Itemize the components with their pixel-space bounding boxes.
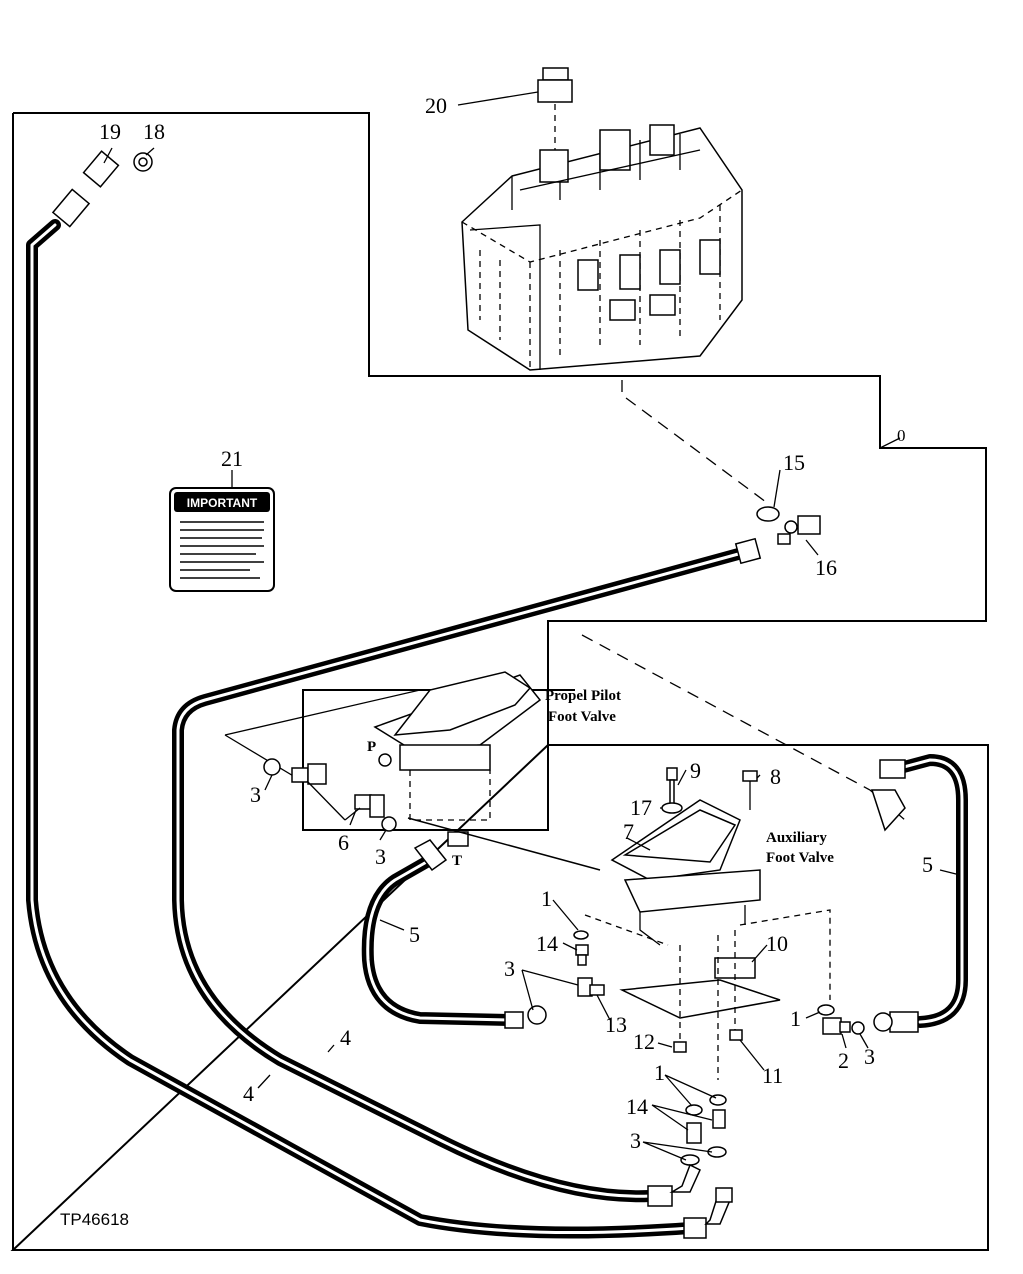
callout-15: 15 <box>783 450 805 475</box>
callout-3d: 3 <box>864 1044 875 1069</box>
foot-pedal-icon <box>584 799 831 1080</box>
callout-7: 7 <box>623 819 634 844</box>
callout-4a: 4 <box>340 1025 351 1050</box>
foot-pedal-icon <box>373 671 542 847</box>
fitting-icon <box>666 767 758 810</box>
callout-17: 17 <box>630 795 652 820</box>
callout-3a: 3 <box>250 782 261 807</box>
warning-decal-icon: IMPORTANT <box>169 487 275 592</box>
control-valve-icon <box>461 67 743 371</box>
callout-3c: 3 <box>504 956 515 981</box>
fitting-icon <box>777 515 821 545</box>
callout-14b: 14 <box>626 1094 648 1119</box>
hose-icon <box>26 150 696 1239</box>
port-label-t: T <box>452 853 462 869</box>
hose-icon <box>172 537 762 1203</box>
port-label-p: P <box>367 739 376 755</box>
callout-18: 18 <box>143 119 165 144</box>
hose-icon <box>870 754 968 1033</box>
callout-1c: 1 <box>654 1060 665 1085</box>
auxiliary-title-line1: Auxiliary <box>766 830 827 846</box>
callout-21: 21 <box>221 446 243 471</box>
propel-pilot-title-line2: Foot Valve <box>548 709 616 725</box>
callout-19: 19 <box>99 119 121 144</box>
callout-5a: 5 <box>409 922 420 947</box>
callout-1b: 1 <box>790 1006 801 1031</box>
callout-4b: 4 <box>243 1081 254 1106</box>
callout-5b: 5 <box>922 852 933 877</box>
callout-9: 9 <box>690 758 701 783</box>
o-ring-icon <box>756 506 780 522</box>
callout-10: 10 <box>766 931 788 956</box>
callout-8: 8 <box>770 764 781 789</box>
callout-14a: 14 <box>536 931 558 956</box>
callout-16: 16 <box>815 555 837 580</box>
important-decal-title: IMPORTANT <box>187 496 258 510</box>
o-ring-icon <box>527 1005 547 1025</box>
fitting-icon <box>573 930 605 997</box>
callout-11: 11 <box>762 1063 783 1088</box>
fitting-icon <box>822 1017 851 1035</box>
figure-id: TP46618 <box>60 1210 129 1229</box>
propel-pilot-title-line1: Propel Pilot <box>545 688 621 704</box>
fitting-icon <box>291 763 385 818</box>
callout-0: 0 <box>897 426 906 445</box>
callout-20: 20 <box>425 93 447 118</box>
callout-2: 2 <box>838 1048 849 1073</box>
callout-1a: 1 <box>541 886 552 911</box>
auxiliary-title-line2: Foot Valve <box>766 850 834 866</box>
fitting-icon <box>647 1094 733 1239</box>
leader-lines <box>103 91 961 1161</box>
callout-12: 12 <box>633 1029 655 1054</box>
callout-3e: 3 <box>630 1128 641 1153</box>
callout-3b: 3 <box>375 844 386 869</box>
callout-13: 13 <box>605 1012 627 1037</box>
o-ring-icon <box>263 758 281 776</box>
callout-6: 6 <box>338 830 349 855</box>
hose-icon <box>361 839 524 1029</box>
main-frame-outline <box>10 112 989 1251</box>
